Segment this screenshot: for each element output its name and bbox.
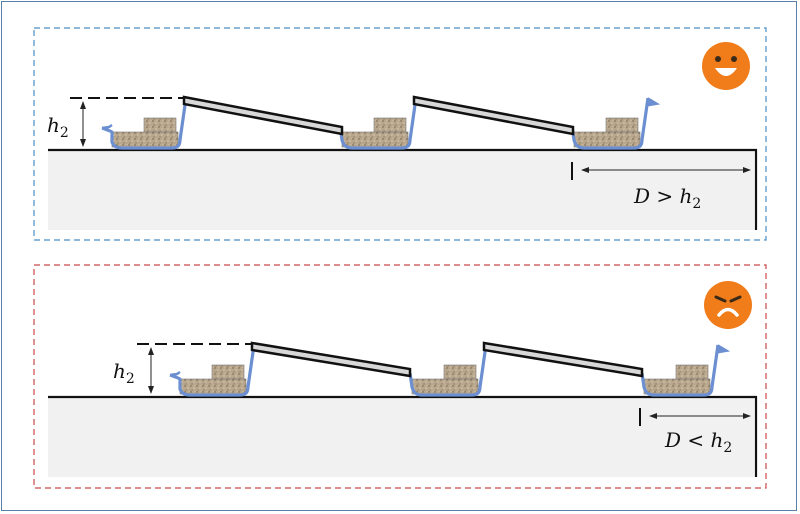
ramp-1 [182,95,344,136]
panel-bad: h2 D < h2 [33,264,767,489]
angry-face-icon [704,281,752,329]
height-label: h2 [47,113,69,141]
ramp-1 [250,341,412,378]
panel-border [33,264,767,489]
panel-border [33,27,767,241]
ramp-2 [482,341,644,378]
ground-block [48,397,754,477]
happy-face-icon [702,42,750,90]
tray-1 [168,343,256,397]
panel-good: h2 D > h2 [33,27,767,241]
tray-1 [100,96,188,150]
tray-3 [570,96,660,150]
ground-edge [48,148,758,230]
ground-edge [48,395,758,477]
ground-block [48,150,754,230]
tray-2 [338,96,418,150]
ramp-2 [412,95,575,136]
distance-label: D > h2 [633,184,701,212]
height-label: h2 [113,359,135,387]
distance-label: D < h2 [664,428,732,456]
tray-3 [640,343,730,397]
tray-2 [408,343,488,397]
